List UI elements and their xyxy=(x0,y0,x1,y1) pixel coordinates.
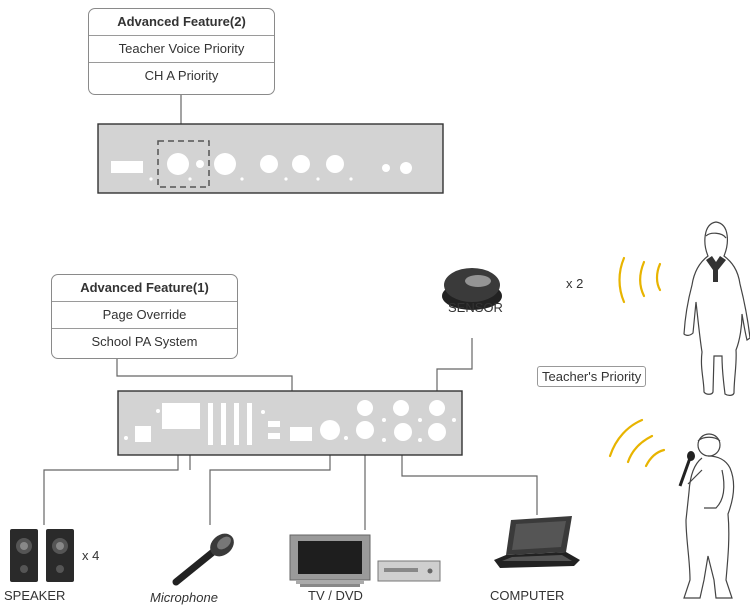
advanced-feature-2-box: Advanced Feature(2) Teacher Voice Priori… xyxy=(88,8,275,95)
teacher-voice-priority-label: Teacher Voice Priority xyxy=(89,35,274,62)
speaker-count-label: x 4 xyxy=(82,548,100,563)
advanced-feature-2-title: Advanced Feature(2) xyxy=(117,14,246,29)
student-microphone-icon xyxy=(678,451,695,487)
student-male-icon xyxy=(683,433,735,599)
student-signal-waves xyxy=(608,418,666,468)
top-rear-panel xyxy=(97,123,444,194)
tv-dvd-label: TV / DVD xyxy=(308,588,363,603)
bottom-rear-panel xyxy=(117,390,463,456)
advanced-feature-1-box: Advanced Feature(1) Page Override School… xyxy=(51,274,238,359)
sensor-label: SENSOR xyxy=(448,300,503,315)
page-override-label: Page Override xyxy=(52,301,237,328)
teachers-priority-tag: Teacher's Priority xyxy=(537,366,647,387)
sensor-icon xyxy=(442,268,502,310)
dvd-player-icon xyxy=(377,560,441,582)
ch-a-priority-label: CH A Priority xyxy=(89,62,274,89)
school-pa-system-label: School PA System xyxy=(52,328,237,355)
teacher-signal-waves xyxy=(618,256,662,304)
microphone-icon xyxy=(172,533,234,586)
microphone-label: Microphone xyxy=(150,590,218,605)
laptop-icon xyxy=(494,516,580,568)
speaker-icon xyxy=(10,529,74,582)
highlight-dashed-frame xyxy=(157,140,210,188)
speaker-label: SPEAKER xyxy=(4,588,66,603)
tv-icon xyxy=(289,534,371,587)
computer-label: COMPUTER xyxy=(490,588,565,603)
teacher-female-icon xyxy=(683,221,750,396)
teacher-microphone-icon xyxy=(706,256,726,282)
advanced-feature-1-title: Advanced Feature(1) xyxy=(80,280,209,295)
sensor-cable xyxy=(436,338,473,398)
teacher-count-label: x 2 xyxy=(566,276,584,291)
